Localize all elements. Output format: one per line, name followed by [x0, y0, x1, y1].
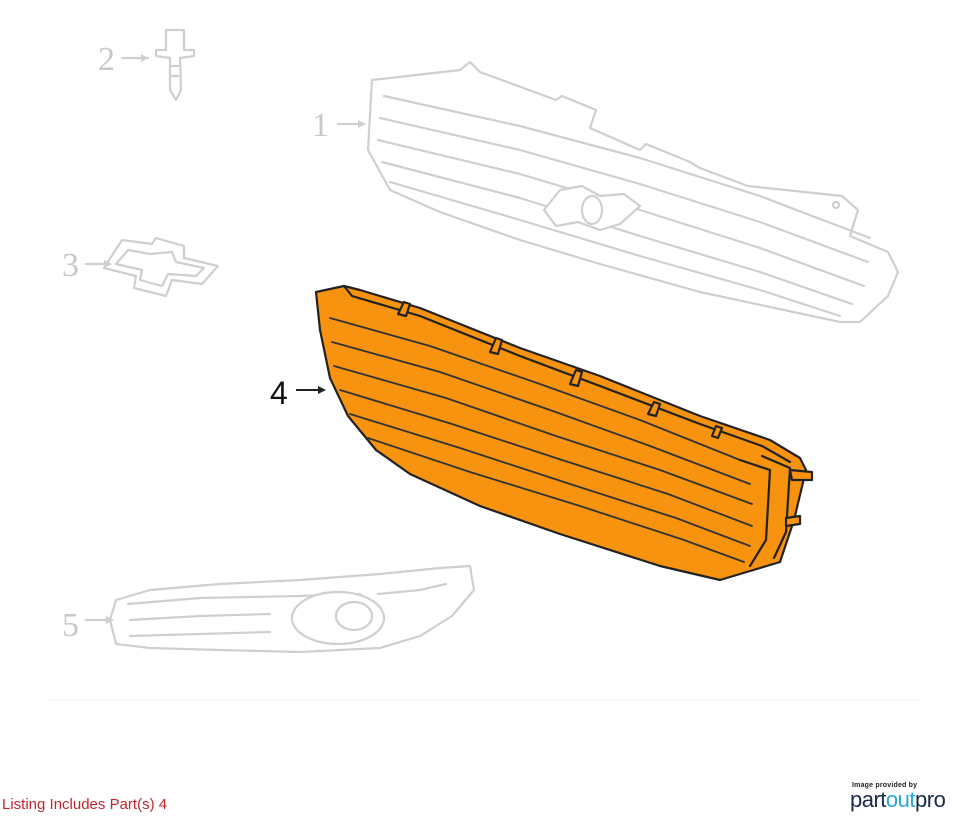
partoutpro-logo: Image provided by partoutpro: [850, 782, 950, 811]
arrow-1: [358, 120, 366, 128]
logo-part1: part: [850, 787, 886, 812]
logo-part2: out: [885, 787, 916, 812]
callout-1: 1: [312, 107, 329, 144]
part-2-clip: [154, 28, 196, 102]
arrow-5: [106, 616, 114, 624]
part-5-fog-bezel: [108, 564, 476, 654]
callout-3: 3: [62, 247, 79, 284]
part-1-upper-grille: [366, 60, 900, 324]
arrow-4: [318, 386, 326, 394]
callout-4: 4: [270, 375, 288, 411]
logo-caption: Image provided by: [852, 782, 918, 789]
logo-part3: pro: [915, 787, 946, 812]
logo-wordmark: partoutpro: [850, 789, 950, 811]
callout-5: 5: [62, 607, 79, 644]
arrow-3: [104, 260, 112, 268]
listing-parts-label: Listing Includes Part(s) 4: [2, 796, 168, 813]
part-4-lower-grille: [314, 284, 814, 582]
part-3-emblem: [102, 236, 220, 298]
arrow-2: [141, 54, 148, 62]
part-4-body: [314, 284, 808, 582]
callout-2: 2: [98, 41, 115, 78]
